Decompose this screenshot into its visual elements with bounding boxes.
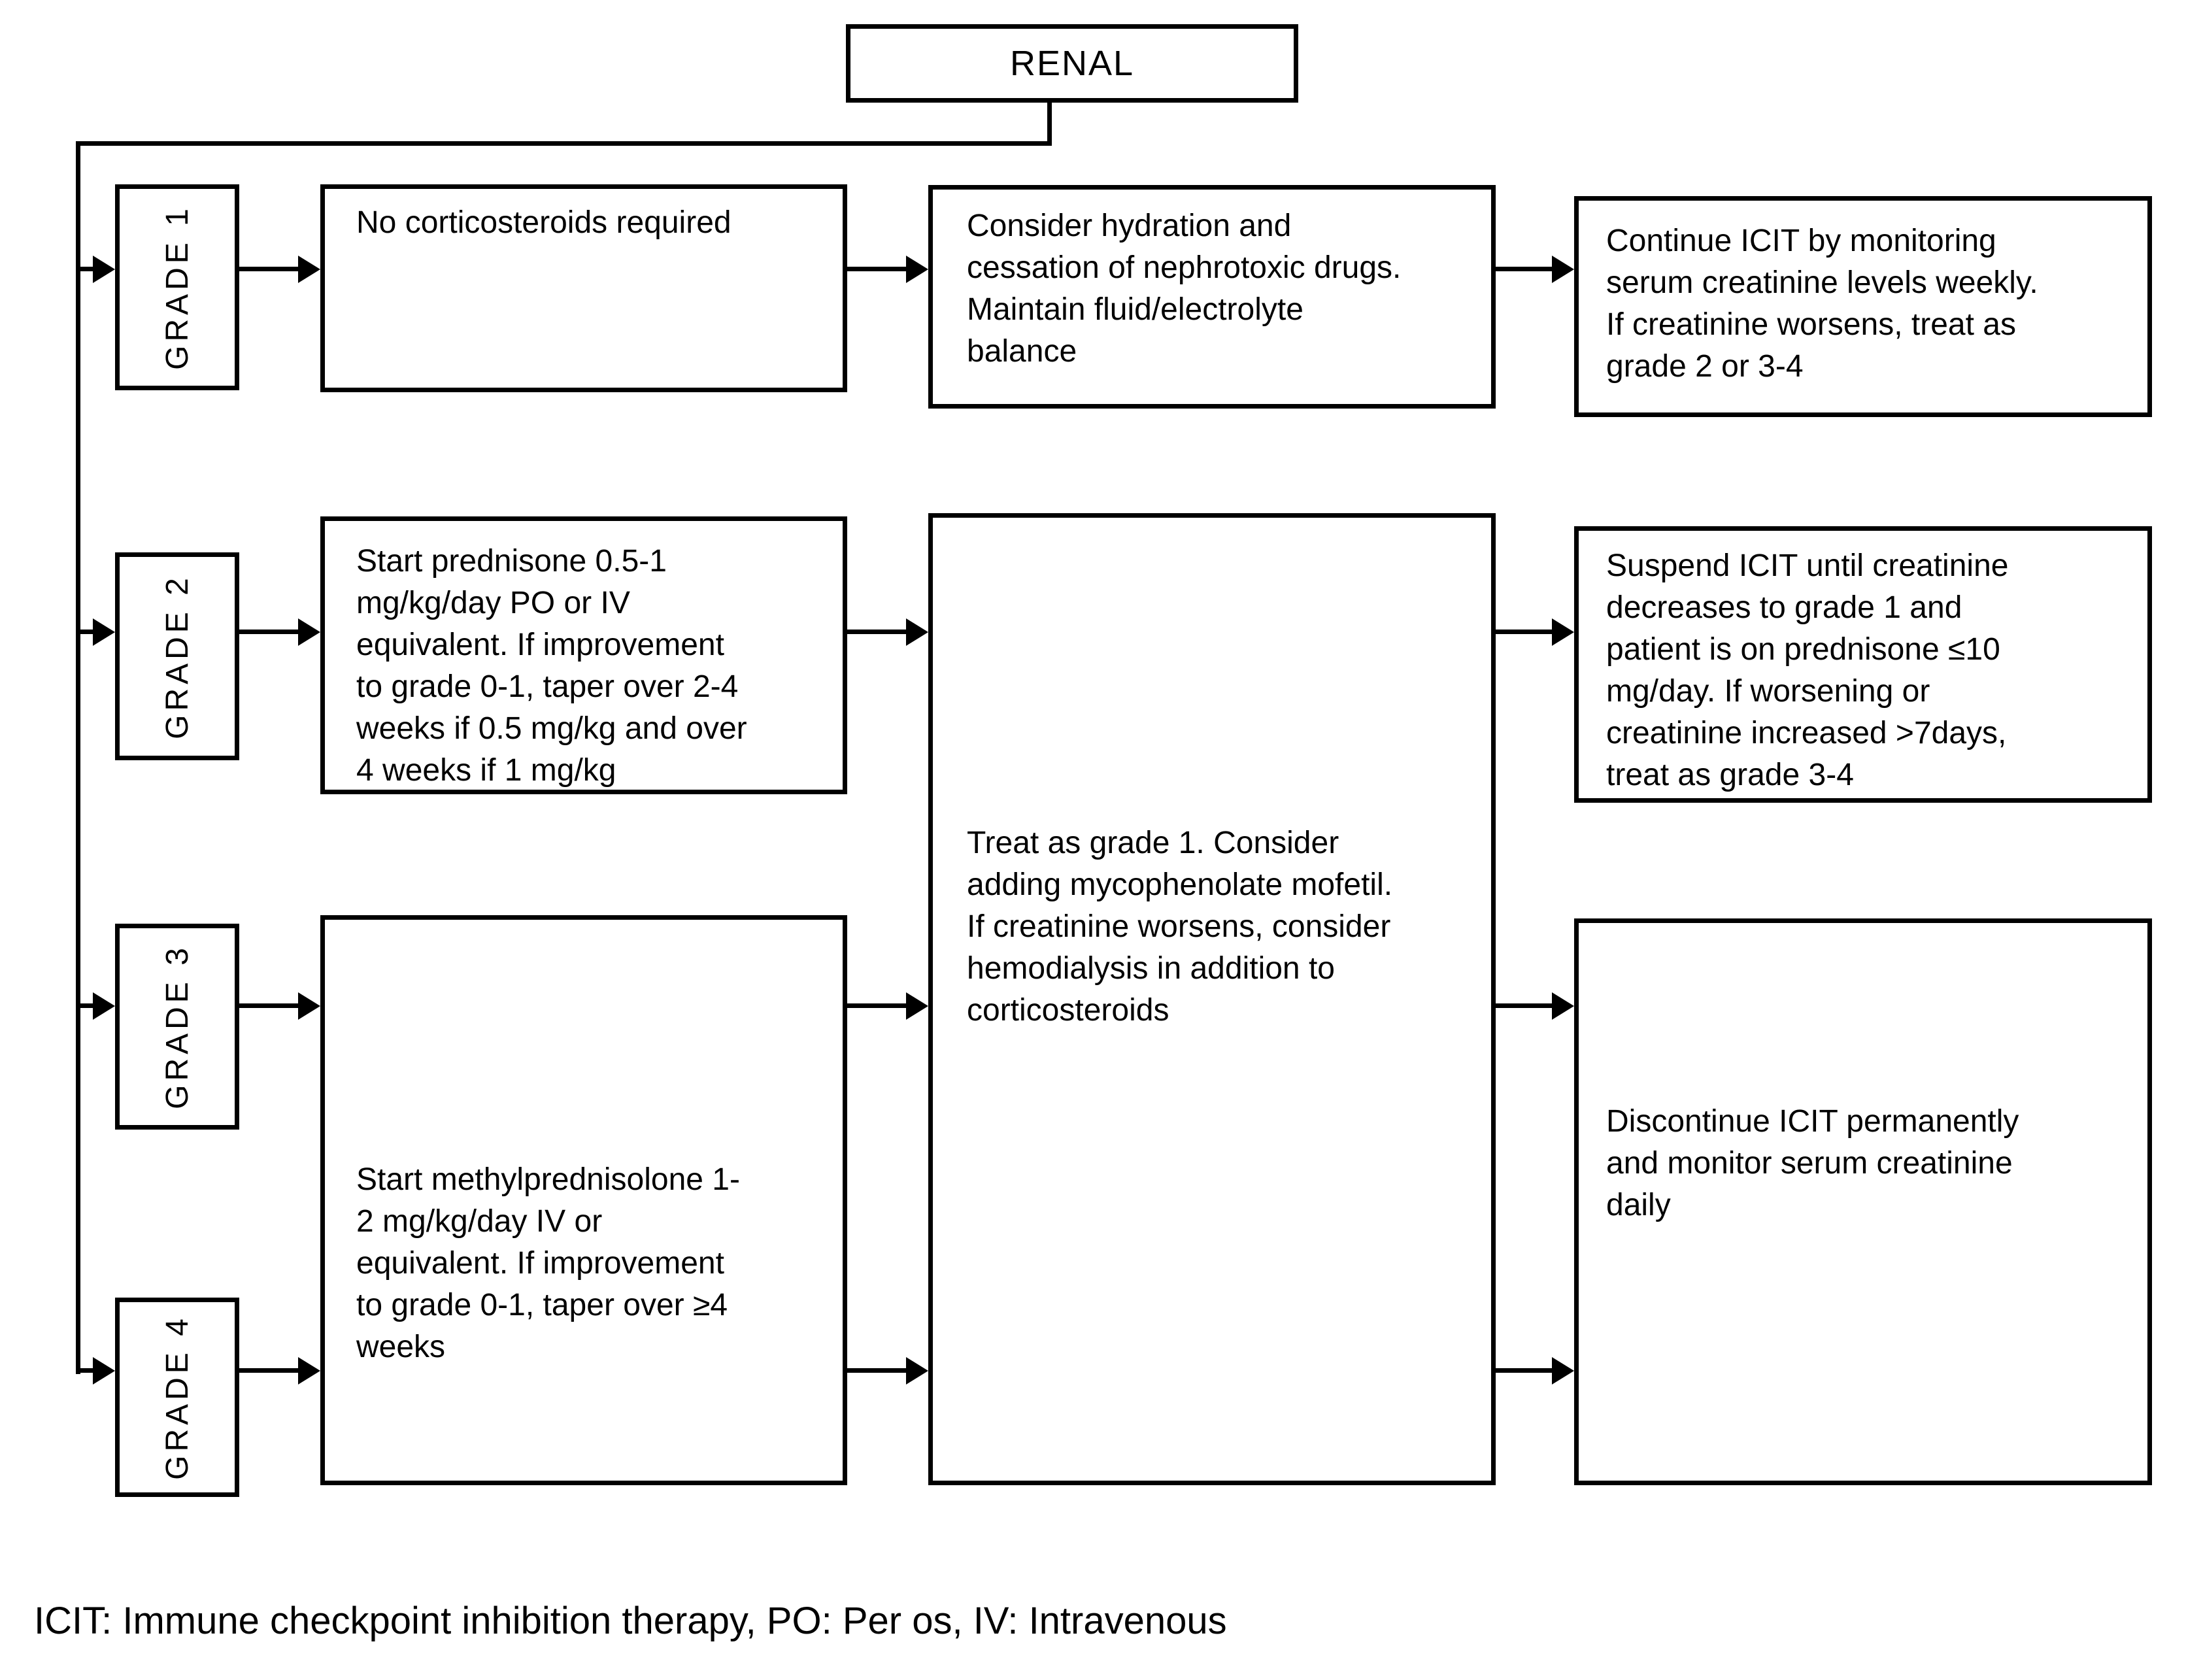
node-grade3-4-monitoring-text: Discontinue ICIT permanently and monitor… (1606, 1104, 2019, 1222)
arrow-g1-supportive-to-monitoring (1496, 267, 1552, 271)
grade-4-label: GRADE 4 (160, 1315, 195, 1480)
grade-2-label: GRADE 2 (160, 573, 195, 739)
node-grade2-monitoring-text: Suspend ICIT until creatinine decreases … (1606, 548, 2009, 792)
legend-abbreviations: ICIT: Immune checkpoint inhibition thera… (34, 1600, 1227, 1642)
arrow-g1-label-to-treatment (239, 267, 298, 271)
grade-1-label-box: GRADE 1 (115, 184, 239, 390)
renal-root-label: RENAL (1009, 44, 1135, 83)
node-grade2-treatment: Start prednisone 0.5-1 mg/kg/day PO or I… (320, 516, 847, 794)
node-grade1-supportive-care-text: Consider hydration and cessation of neph… (967, 209, 1402, 369)
grade-1-label: GRADE 1 (160, 205, 195, 370)
renal-root-node: RENAL (846, 24, 1298, 103)
arrow-g1-spine-to-label (80, 267, 93, 271)
node-grade2-4-escalation-text: Treat as grade 1. Consider adding mycoph… (967, 826, 1393, 1028)
arrow-g1-treatment-to-supportive (847, 267, 906, 271)
node-grade2-treatment-text: Start prednisone 0.5-1 mg/kg/day PO or I… (356, 544, 747, 788)
arrow-g4-treatment-to-escalation (847, 1368, 906, 1373)
arrow-g3-treatment-to-escalation (847, 1003, 906, 1008)
arrow-g2-treatment-to-escalation (847, 630, 906, 634)
arrow-g4-spine-to-label (80, 1368, 93, 1373)
node-grade3-4-treatment: Start methylprednisolone 1- 2 mg/kg/day … (320, 915, 847, 1485)
node-grade1-treatment-text: No corticosteroids required (356, 205, 731, 240)
node-grade3-4-treatment-text: Start methylprednisolone 1- 2 mg/kg/day … (356, 1162, 740, 1364)
arrow-g2-escalation-to-monitoring (1496, 630, 1552, 634)
grade-3-label-box: GRADE 3 (115, 924, 239, 1130)
arrow-g4-escalation-to-monitoring (1496, 1368, 1552, 1373)
node-grade1-monitoring-text: Continue ICIT by monitoring serum creati… (1606, 224, 2038, 384)
arrow-g4-label-to-treatment (239, 1368, 298, 1373)
grade-3-label: GRADE 3 (160, 944, 195, 1109)
node-grade1-monitoring: Continue ICIT by monitoring serum creati… (1574, 196, 2152, 417)
arrow-g2-label-to-treatment (239, 630, 298, 634)
connector-renal-drop (1047, 101, 1052, 146)
arrow-g3-label-to-treatment (239, 1003, 298, 1008)
arrow-g3-escalation-to-monitoring (1496, 1003, 1552, 1008)
connector-left-spine (76, 141, 80, 1374)
connector-renal-horizontal (76, 141, 1052, 146)
grade-4-label-box: GRADE 4 (115, 1298, 239, 1497)
node-grade1-supportive-care: Consider hydration and cessation of neph… (928, 185, 1496, 409)
node-grade2-4-escalation: Treat as grade 1. Consider adding mycoph… (928, 513, 1496, 1485)
arrow-g2-spine-to-label (80, 630, 93, 634)
node-grade3-4-monitoring: Discontinue ICIT permanently and monitor… (1574, 918, 2152, 1485)
node-grade1-treatment: No corticosteroids required (320, 184, 847, 392)
arrow-g3-spine-to-label (80, 1003, 93, 1008)
node-grade2-monitoring: Suspend ICIT until creatinine decreases … (1574, 526, 2152, 803)
grade-2-label-box: GRADE 2 (115, 552, 239, 760)
